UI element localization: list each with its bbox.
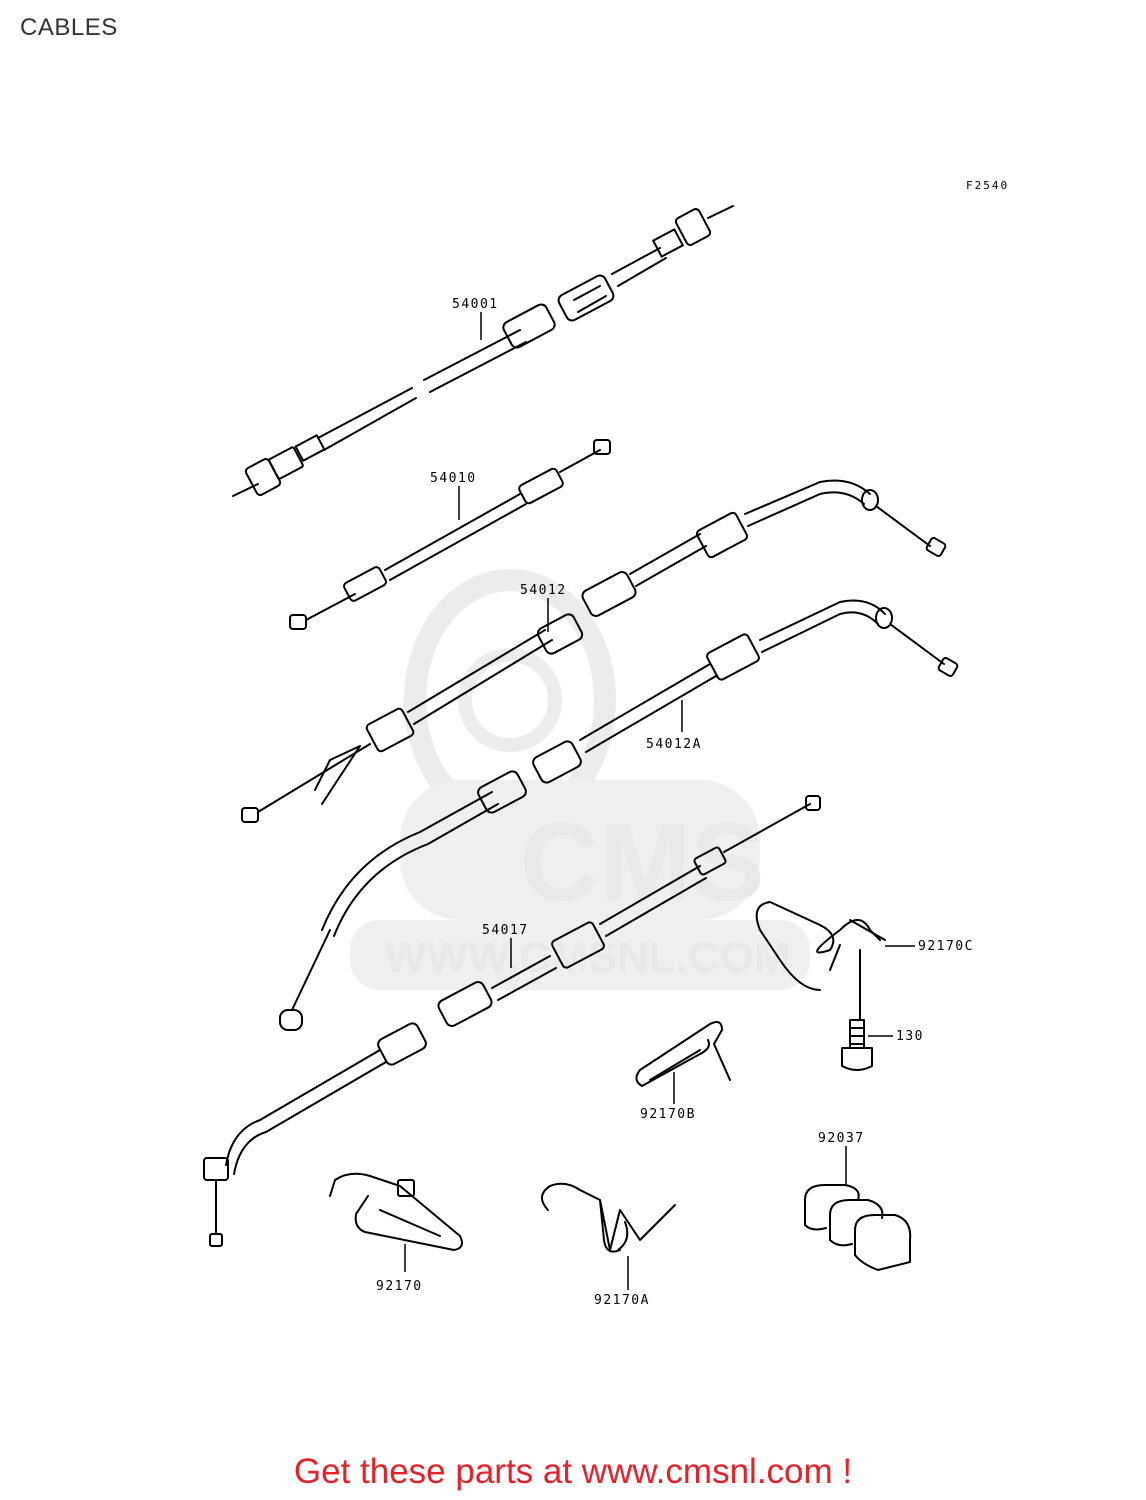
part-label-92170A[interactable]: 92170A (594, 1293, 650, 1308)
speedometer-cable-54001 (232, 205, 734, 497)
throttle-cable-54012 (241, 479, 947, 823)
part-label-92170C[interactable]: 92170C (918, 939, 974, 954)
part-label-54010[interactable]: 54010 (430, 471, 477, 486)
choke-cable-54010 (289, 439, 611, 630)
clamp-92170A (541, 1182, 676, 1253)
watermark: CMS WWW.CMSNL.COM (350, 569, 810, 990)
part-label-92170[interactable]: 92170 (376, 1279, 423, 1294)
leader-lines (404, 312, 915, 1290)
parts-diagram: CMS WWW.CMSNL.COM (203, 205, 974, 1308)
part-label-130[interactable]: 130 (896, 1029, 924, 1044)
clamp-92170 (329, 1172, 463, 1251)
throttle-cable-54012A (279, 599, 959, 1031)
bolt-130 (841, 1019, 873, 1071)
watermark-logo: CMS (520, 801, 764, 924)
part-labels: 54001 54010 54012 54012A 54017 92170C 13… (376, 297, 974, 1308)
part-label-54001[interactable]: 54001 (452, 297, 499, 312)
figure-code: F2540 (966, 179, 1010, 192)
part-label-54017[interactable]: 54017 (482, 923, 529, 938)
footer-promo-link[interactable]: Get these parts at www.cmsnl.com ! (293, 1452, 853, 1491)
part-label-92170B[interactable]: 92170B (640, 1107, 696, 1122)
clamp-92170B (635, 1021, 731, 1087)
page-title: CABLES (20, 14, 118, 41)
holder-92037 (804, 1184, 912, 1271)
part-label-54012[interactable]: 54012 (520, 583, 567, 598)
part-label-54012A[interactable]: 54012A (646, 737, 702, 752)
part-label-92037[interactable]: 92037 (818, 1131, 865, 1146)
clamp-92170C (755, 901, 886, 1021)
clutch-cable-54017 (203, 795, 821, 1247)
